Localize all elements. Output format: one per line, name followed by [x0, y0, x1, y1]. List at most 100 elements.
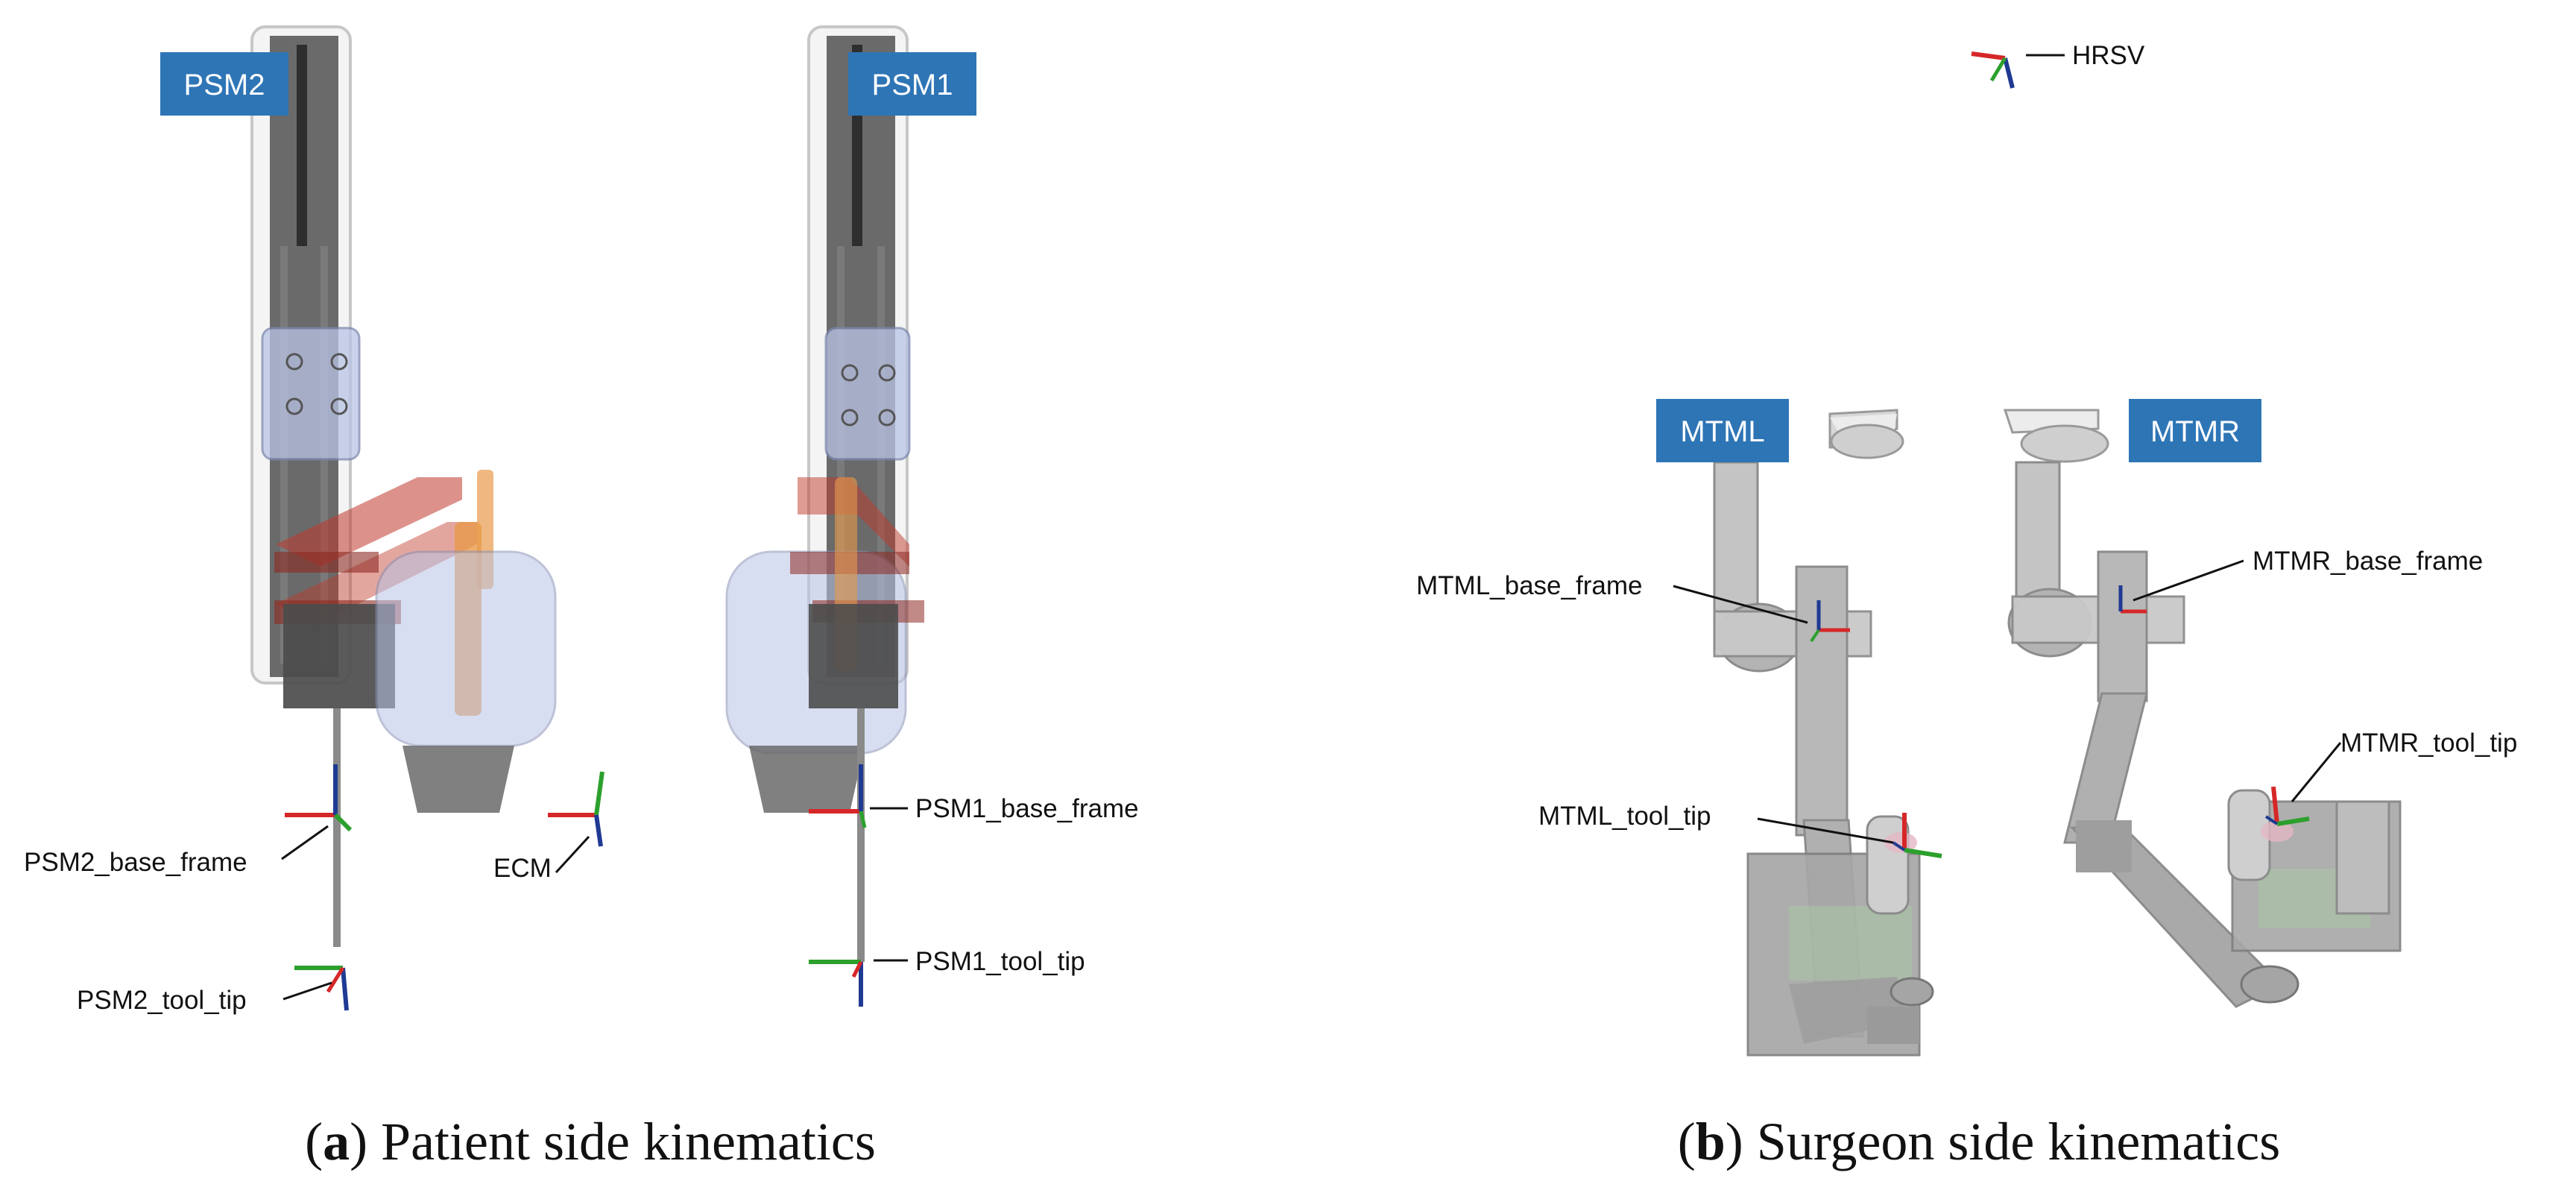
z-axis — [2003, 57, 2015, 89]
psm2-tag: PSM2 — [160, 52, 288, 116]
x-axis — [326, 966, 345, 993]
psm1-instrument-shaft — [857, 708, 865, 962]
mtmr-base-slab — [2076, 820, 2132, 872]
x-axis — [2271, 786, 2279, 825]
mtml-base-frame-label: MTML_base_frame — [1416, 571, 1642, 600]
z-axis — [1892, 841, 1906, 852]
ecm-frame-triad — [548, 771, 604, 847]
mtml-foot-joint — [1890, 977, 1934, 1007]
caption-b: (b) Surgeon side kinematics — [1678, 1112, 2281, 1171]
psm1-carriage-bolt — [878, 409, 896, 427]
mtmr-base-frame-leader — [2133, 559, 2244, 602]
y-axis — [859, 811, 867, 828]
psm1-tool-tip-triad — [809, 960, 863, 1007]
ecm-label: ECM — [493, 854, 552, 883]
panel-b-surgeon-side: HRSV — [1416, 41, 2517, 1171]
mtml-vertical-link — [1795, 565, 1849, 837]
psm2-base-frame-leader — [281, 825, 329, 860]
mtmr-tool-tip-triad — [2264, 786, 2310, 826]
mtmr-foot-joint — [2240, 965, 2299, 1004]
mtmr-tag: MTMR — [2129, 399, 2261, 462]
psm1-tag-box — [848, 52, 976, 116]
mtmr-gimbal-link — [2335, 800, 2390, 915]
ecm-leader — [555, 835, 590, 874]
mtml-green-panel — [1789, 906, 1912, 981]
psm2-carriage-bolt — [330, 397, 348, 415]
y-axis — [594, 771, 604, 816]
mtmr-vertical-link — [2097, 550, 2148, 702]
z-axis — [2264, 815, 2279, 825]
psm2-red-bracket — [276, 477, 462, 567]
psm1-carriage — [824, 327, 911, 461]
y-axis — [2276, 816, 2310, 826]
psm2-red-bracket — [274, 552, 379, 573]
psm1-base-frame-label: PSM1_base_frame — [915, 794, 1139, 823]
psm2-tool-tip-triad — [294, 966, 349, 1011]
psm2-tool-tip-leader — [282, 981, 332, 1001]
mtmr-base-frame-triad — [2118, 585, 2147, 614]
psm2-tag-label: PSM2 — [184, 69, 265, 101]
psm1-carriage-bolt — [841, 364, 859, 382]
caption-b-letter: b — [1696, 1112, 1726, 1171]
caption-a: (a) Patient side kinematics — [305, 1112, 876, 1171]
x-axis — [1971, 51, 2006, 60]
mtml-foot — [1867, 1007, 1919, 1044]
y-axis — [1810, 629, 1820, 643]
psm1-tag-label: PSM1 — [872, 69, 953, 101]
y-axis — [1904, 848, 1942, 858]
mtmr-top-joint — [2020, 424, 2109, 463]
psm1-tool-tip-label: PSM1_tool_tip — [915, 947, 1085, 976]
y-axis — [333, 813, 353, 832]
panel-a-patient-side: PSM2 PSM1 — [24, 25, 1139, 1171]
y-axis — [1989, 57, 2007, 82]
mtml-top-joint — [1830, 424, 1904, 459]
z-axis — [594, 814, 603, 847]
psm2-arm — [250, 25, 557, 947]
hrsv-label: HRSV — [2072, 41, 2145, 70]
hrsv-frame-triad — [1971, 51, 2015, 89]
psm1-base-block — [809, 604, 898, 708]
mtml-base-frame-leader — [1673, 585, 1808, 624]
psm2-carriage-bolt — [285, 397, 303, 415]
psm1-tag: PSM1 — [848, 52, 976, 116]
mtml-tool-grip — [1884, 832, 1917, 853]
psm2-cannula-mount — [402, 746, 514, 813]
psm2-column-rail — [297, 45, 307, 246]
caption-a-letter: a — [323, 1112, 350, 1171]
caption-a-text: Patient side kinematics — [381, 1112, 876, 1171]
psm2-tool-tip-label: PSM2_tool_tip — [77, 986, 247, 1015]
psm1-cannula-mount — [749, 746, 865, 813]
psm2-carriage-bolt — [330, 353, 348, 371]
mtml-gimbal-link — [1866, 815, 1910, 915]
psm1-carriage-bolt — [878, 364, 896, 382]
mtml-tool-tip-leader — [1757, 817, 1894, 844]
psm2-glass-housing — [375, 550, 557, 747]
mtml-tag: MTML — [1656, 399, 1789, 462]
x-axis — [851, 960, 863, 978]
mtmr-tool-tip-leader — [2291, 742, 2342, 802]
mtmr-tag-box — [2129, 399, 2261, 462]
mtml-tool-tip-label: MTML_tool_tip — [1538, 802, 1711, 831]
mtml-tag-label: MTML — [1680, 415, 1764, 448]
mtmr-base-frame-label: MTMR_base_frame — [2253, 547, 2483, 576]
psm2-carriage-bolt — [285, 353, 303, 371]
psm1-carriage-bolt — [841, 409, 859, 427]
mtml-tag-box — [1656, 399, 1789, 462]
mtml-tool-tip-triad — [1892, 813, 1942, 858]
z-axis — [341, 967, 349, 1011]
mtmr-manipulator — [2003, 409, 2402, 1008]
mtmr-tool-tip-label: MTMR_tool_tip — [2340, 729, 2517, 758]
psm1-arm — [725, 25, 924, 962]
psm1-base-frame-triad — [809, 764, 867, 828]
psm2-instrument-shaft — [333, 708, 341, 947]
psm2-tag-box — [160, 52, 288, 116]
mtml-base-frame-triad — [1810, 600, 1850, 643]
psm1-red-bracket — [798, 477, 909, 567]
mtmr-tag-label: MTMR — [2150, 415, 2240, 448]
psm2-base-frame-label: PSM2_base_frame — [24, 848, 247, 877]
psm2-carriage — [261, 327, 361, 461]
caption-b-text: Surgeon side kinematics — [1757, 1112, 2281, 1171]
mtmr-tool-grip — [2261, 821, 2294, 842]
psm2-base-frame-triad — [285, 764, 353, 832]
